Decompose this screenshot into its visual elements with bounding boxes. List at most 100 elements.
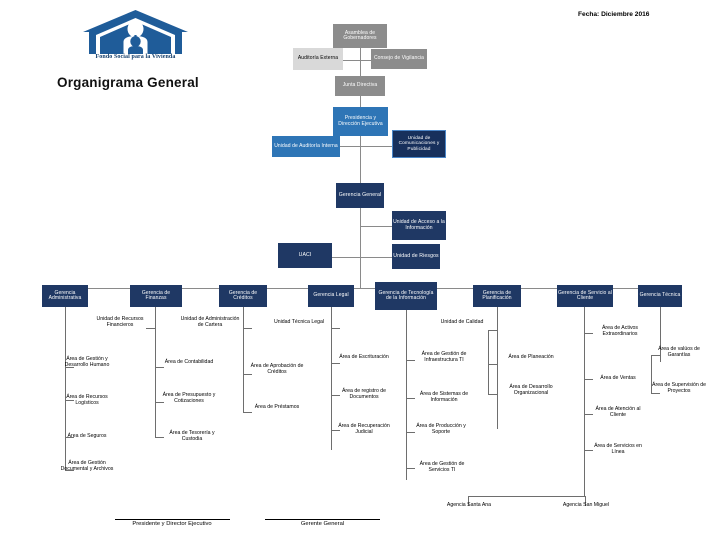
box-uaci[interactable]: UACI — [278, 243, 332, 268]
connector — [360, 48, 361, 98]
logo-caption: Fondo Social para la Vivienda — [95, 54, 176, 60]
area-label: Área de valúos de Garantías — [658, 346, 700, 358]
box-label: Consejo de Vigilancia — [373, 55, 425, 62]
box-consejo-vigilancia[interactable]: Consejo de Vigilancia — [371, 49, 427, 69]
box-unidad-auditoria-interna[interactable]: Unidad de Auditoría Interna — [272, 136, 340, 157]
box-gerencia-1[interactable]: Gerencia de Finanzas — [130, 285, 182, 307]
box-unidad-comunicaciones-publicidad[interactable]: Unidad de Comunicaciones y Publicidad — [392, 130, 446, 158]
connector — [243, 328, 252, 329]
connector — [584, 333, 593, 334]
connector — [584, 379, 593, 380]
box-label: Gerencia de Tecnología de la Información — [378, 289, 434, 301]
area-label: Área de Gestión y Desarrollo Humano — [64, 356, 110, 368]
connector — [155, 367, 164, 368]
box-presidencia-direccion-ejecutiva[interactable]: Presidencia y Dirección Ejecutiva — [333, 107, 388, 136]
area-label: Área de Ventas — [600, 375, 636, 381]
area-label: Área de Atención al Cliente — [595, 406, 641, 418]
box-gerencia-4[interactable]: Gerencia de Tecnología de la Información — [375, 282, 437, 310]
connector — [331, 430, 340, 431]
connector — [584, 414, 593, 415]
box-label: Asamblea de Gobernadores — [343, 29, 377, 41]
box-gerencia-7[interactable]: Gerencia Técnica — [638, 285, 682, 307]
box-gerencia-3[interactable]: Gerencia Legal — [308, 285, 354, 307]
area-label: Área de Gestión de Infraestructura TI — [421, 351, 467, 363]
box-label: Auditoría Externa — [297, 55, 339, 62]
house-family-icon — [83, 10, 188, 54]
connector — [360, 208, 361, 288]
connector — [243, 307, 244, 412]
connector — [155, 307, 156, 437]
box-label: UACI — [298, 251, 312, 258]
connector — [406, 398, 415, 399]
area-label: Área de Recursos Logísticos — [66, 394, 108, 406]
area-label: Área de Activos Extraordinarios — [601, 325, 639, 337]
agencia-label: Agencia Santa Ana — [446, 502, 492, 508]
connector — [332, 257, 392, 258]
connector — [65, 367, 74, 368]
box-label: Gerencia Administrativa — [48, 289, 82, 301]
box-label: Gerencia General — [338, 191, 382, 198]
box-label: Unidad de Riesgos — [393, 252, 439, 259]
box-label: Unidad de Comunicaciones y Publicidad — [398, 136, 440, 152]
connector — [651, 355, 652, 393]
connector — [360, 136, 361, 191]
connector — [488, 394, 497, 395]
box-label: Gerencia de Finanzas — [141, 289, 171, 301]
box-gerencia-2[interactable]: Gerencia de Créditos — [219, 285, 267, 307]
connector — [243, 412, 252, 413]
area-label: Área de registro de Documentos — [341, 388, 387, 400]
unit-label: Unidad Técnica Legal — [273, 319, 325, 325]
area-label: Área de Escrituración — [339, 354, 389, 360]
box-label: Gerencia de Planificación — [482, 289, 512, 301]
connector — [468, 496, 469, 506]
box-unidad-acceso-informacion[interactable]: Unidad de Acceso a la Información — [392, 211, 446, 240]
box-gerencia-5[interactable]: Gerencia de Planificación — [473, 285, 521, 307]
area-label: Área de Seguros — [67, 433, 107, 439]
box-label: Gerencia de Créditos — [228, 289, 258, 301]
connector — [406, 360, 415, 361]
connector — [340, 146, 400, 147]
box-gerencia-0[interactable]: Gerencia Administrativa — [42, 285, 88, 307]
signature-rule — [115, 519, 230, 520]
connector — [65, 400, 74, 401]
box-gerencia-general[interactable]: Gerencia General — [336, 183, 384, 208]
date-label: Fecha: Diciembre 2016 — [578, 11, 650, 18]
area-label: Área de Planeación — [508, 354, 554, 360]
box-junta-directiva[interactable]: Junta Directiva — [335, 76, 385, 96]
agencias-bus — [468, 496, 585, 497]
box-gerencia-6[interactable]: Gerencia de Servicio al Cliente — [557, 285, 613, 307]
area-label: Área de Gestión de Servicios TI — [419, 461, 465, 473]
box-label: Unidad de Acceso a la Información — [393, 219, 445, 231]
connector — [497, 307, 498, 429]
box-label: Unidad de Auditoría Interna — [274, 142, 338, 149]
signature-label: Presidente y Director Ejecutivo — [132, 521, 212, 527]
connector — [65, 470, 74, 471]
box-auditoria-externa[interactable]: Auditoría Externa — [293, 48, 343, 70]
area-label: Área de Recuperación Judicial — [338, 423, 390, 435]
unit-label: Unidad de Calidad — [440, 319, 484, 325]
connector — [343, 60, 393, 61]
area-label: Área de Aprobación de Créditos — [250, 363, 304, 375]
box-label: Gerencia de Servicio al Cliente — [558, 289, 612, 301]
connector — [651, 393, 660, 394]
box-asamblea-gobernadores[interactable]: Asamblea de Gobernadores — [333, 24, 387, 48]
connector — [585, 496, 586, 506]
connector — [65, 307, 66, 470]
connector — [488, 330, 489, 394]
area-label: Área de Gestión Documental y Archivos — [60, 460, 114, 472]
connector — [584, 307, 585, 497]
connector — [360, 226, 392, 227]
connector — [488, 364, 497, 365]
connector — [331, 363, 340, 364]
connector — [243, 374, 252, 375]
unit-label: Unidad de Recursos Financieros — [96, 316, 144, 328]
box-label: Junta Directiva — [342, 82, 378, 89]
connector — [146, 328, 155, 329]
signature-rule — [265, 519, 380, 520]
gerencias-bus — [64, 288, 660, 289]
agencia-label: Agencia San Miguel — [562, 502, 610, 508]
connector — [406, 432, 415, 433]
connector — [155, 437, 164, 438]
connector — [331, 395, 340, 396]
box-unidad-riesgos[interactable]: Unidad de Riesgos — [392, 244, 440, 269]
